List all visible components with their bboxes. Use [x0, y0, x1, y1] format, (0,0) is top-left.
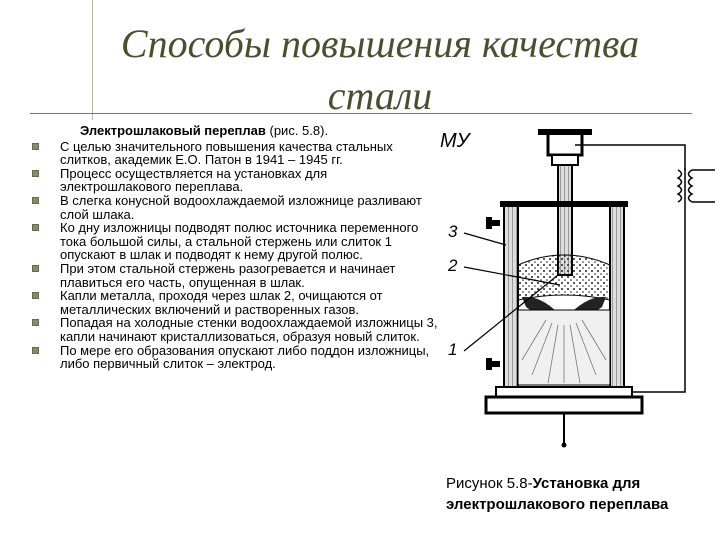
bullet-item: Капли металла, проходя через шлак 2, очи…: [30, 289, 440, 316]
bullet-item: Попадая на холодные стенки водоохлаждаем…: [30, 316, 440, 343]
bullet-square-icon: [32, 319, 39, 327]
bullet-square-icon: [32, 346, 39, 354]
power-wire-top: [575, 144, 686, 170]
bullet-square-icon: [32, 169, 39, 177]
bullet-item: В слегка конусной водоохлаждаемой изложн…: [30, 194, 440, 221]
mold-wall-left: [503, 204, 519, 394]
power-wire-bottom: [632, 204, 686, 393]
esr-diagram: МУ: [440, 129, 715, 448]
caption-bold: Установка для электрошлакового переплава: [446, 475, 669, 513]
lead-line: Электрошлаковый переплав (рис. 5.8).: [30, 124, 440, 138]
bullet-item: С целью значительного повышения качества…: [30, 138, 440, 168]
bullet-square-icon: [32, 264, 39, 272]
bullet-text: Капли металла, проходя через шлак 2, очи…: [60, 288, 383, 317]
electrode-holder: [546, 131, 584, 157]
bullet-item: При этом стальной стержень разогревается…: [30, 262, 440, 289]
figure-label-2: 2: [447, 256, 458, 275]
slide-body: Электрошлаковый переплав (рис. 5.8). С ц…: [30, 124, 440, 371]
transformer-icon: [676, 168, 715, 204]
bullet-text: При этом стальной стержень разогревается…: [60, 260, 396, 290]
slide-title: Способы повышения качества стали: [60, 18, 700, 122]
figure-label-1: 1: [448, 340, 457, 359]
title-divider: [30, 113, 692, 114]
bullet-text: С целью значительного повышения качества…: [60, 138, 393, 168]
slag-pool: [517, 254, 611, 301]
lead-bold: Электрошлаковый переплав: [80, 123, 266, 138]
bullet-item: По мере его образования опускают либо по…: [30, 342, 440, 372]
bullet-item: Ко дну изложницы подводят полюс источник…: [30, 221, 440, 262]
water-outlet: [490, 220, 500, 226]
bullet-text: Ко дну изложницы подводят полюс источник…: [60, 220, 419, 263]
bullet-square-icon: [32, 292, 39, 300]
bullet-text: Процесс осуществляется на установках для…: [60, 165, 328, 195]
figure-corner-text: МУ: [440, 130, 472, 152]
bullet-square-icon: [32, 224, 39, 232]
bullet-square-icon: [32, 142, 39, 150]
caption-plain: Рисунок 5.8-: [446, 475, 533, 492]
title-left-rule: [92, 0, 93, 120]
slide-title-line-1: Способы повышения качества: [120, 21, 640, 66]
bullet-item: Процесс осуществляется на установках для…: [30, 167, 440, 194]
bullet-list: С целью значительного повышения качества…: [30, 138, 440, 372]
bullet-text: По мере его образования опускают либо по…: [60, 342, 430, 372]
bullet-text: В слегка конусной водоохлаждаемой изложн…: [60, 192, 422, 222]
esr-figure: МУ: [440, 125, 720, 455]
bullet-text: Попадая на холодные стенки водоохлаждаем…: [60, 315, 438, 344]
figure-label-3: 3: [448, 222, 458, 241]
mold-wall-right: [609, 204, 625, 394]
bullet-square-icon: [32, 196, 39, 204]
lead-rest: (рис. 5.8).: [265, 123, 329, 138]
slide-title-line-2: стали: [327, 73, 433, 118]
figure-caption: Рисунок 5.8-Установка для электрошлаково…: [446, 473, 720, 515]
water-inlet: [490, 361, 500, 367]
